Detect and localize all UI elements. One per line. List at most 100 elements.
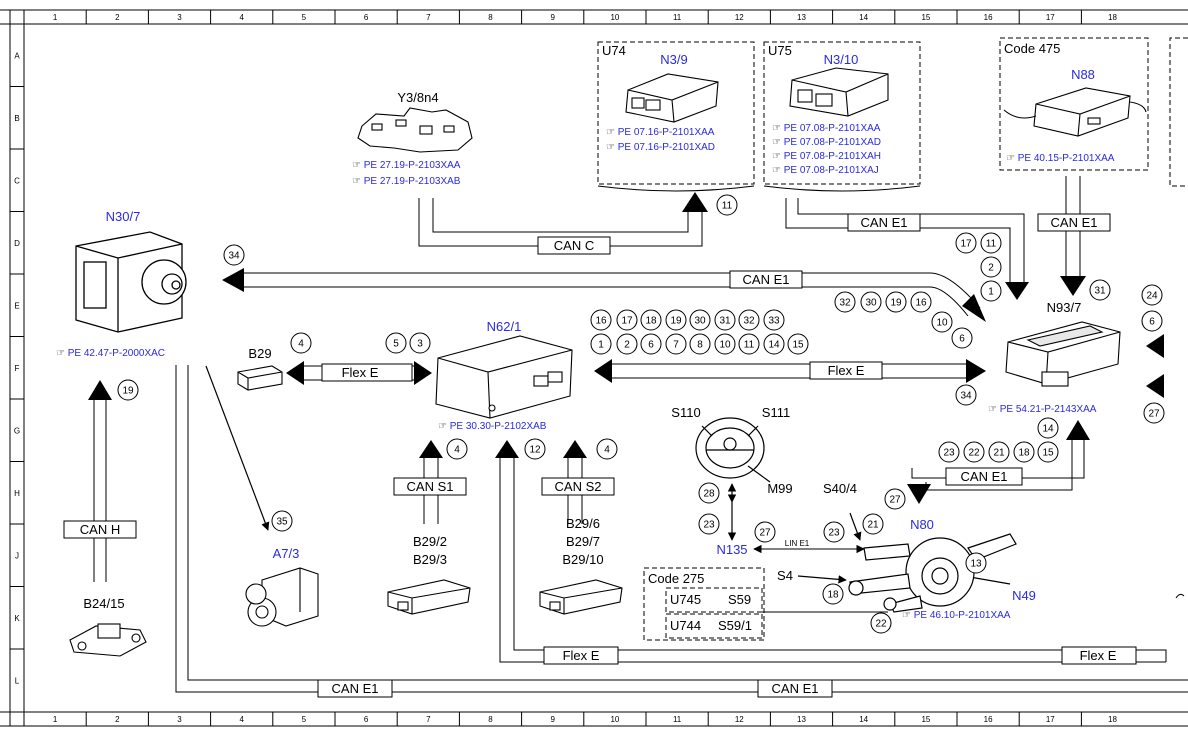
callout-c18a: 18	[1013, 441, 1035, 463]
n80-switch-cluster-icon	[848, 533, 1017, 613]
y3-ref-1: ☞ PE 27.19-P-2103XAA	[352, 160, 461, 171]
column-number: 8	[488, 715, 493, 724]
callout-number: 15	[792, 340, 804, 351]
hand-icon: ☞	[438, 421, 450, 432]
callout-c34a: 34	[223, 244, 245, 266]
callout-circle	[763, 309, 785, 331]
callout-number: 19	[670, 316, 682, 327]
callout-c4b: 4	[446, 438, 468, 460]
can-e1-label-n80: CAN E1	[961, 469, 1008, 484]
n3-10-label: N3/10	[824, 52, 859, 67]
callout-number: 32	[839, 298, 851, 309]
callout-circle	[590, 333, 612, 355]
hand-icon: ☞	[772, 165, 784, 176]
column-number: 11	[673, 715, 682, 724]
callout-r19: 19	[665, 309, 687, 331]
callout-number: 5	[393, 339, 399, 350]
can-h-label: CAN H	[80, 522, 120, 537]
callout-number: 4	[604, 445, 610, 456]
can-e1-label-bottom-right: CAN E1	[772, 681, 819, 696]
callout-c31a: 31	[1089, 279, 1111, 301]
can-e1-label-bottom-left: CAN E1	[332, 681, 379, 696]
callout-circle	[822, 583, 844, 605]
callout-circle	[980, 232, 1002, 254]
callout-circle	[223, 244, 245, 266]
u74-box	[597, 41, 755, 185]
callout-c19a: 19	[885, 291, 907, 313]
b29-3-label: B29/3	[413, 552, 447, 567]
hand-icon: ☞	[988, 404, 1000, 415]
callout-r17: 17	[616, 309, 638, 331]
s59-label: S59	[728, 592, 751, 607]
callout-s1: 1	[590, 333, 612, 355]
callout-circle	[1141, 310, 1163, 332]
callout-number: 18	[827, 590, 839, 601]
callout-circle	[980, 256, 1002, 278]
callout-c12: 12	[524, 438, 546, 460]
callout-circle	[885, 291, 907, 313]
code275-box	[643, 567, 765, 641]
column-number: 16	[984, 715, 993, 724]
code475-code: Code 475	[1004, 41, 1060, 56]
callout-number: 27	[759, 528, 771, 539]
callout-circle	[616, 309, 638, 331]
callout-number: 15	[1042, 448, 1054, 459]
n62-1-module-icon	[435, 335, 573, 419]
row-letter: F	[15, 364, 20, 373]
callout-circle	[955, 384, 977, 406]
callout-circle	[870, 612, 892, 634]
a7-3-actuator-icon	[245, 567, 319, 627]
right-edge-partial-icon	[1175, 593, 1185, 599]
row-letter: J	[15, 551, 19, 560]
column-number: 3	[177, 13, 182, 22]
column-number: 5	[302, 715, 307, 724]
callout-circle	[117, 379, 139, 401]
column-number: 12	[735, 715, 744, 724]
callout-number: 27	[1148, 409, 1160, 420]
can-c-label: CAN C	[554, 238, 594, 253]
callout-circle	[738, 333, 760, 355]
row-letter: K	[14, 614, 20, 623]
can-s1-label: CAN S1	[407, 479, 454, 494]
callout-number: 2	[624, 340, 630, 351]
callout-circle	[862, 513, 884, 535]
arrowheads	[88, 192, 1164, 504]
b29-2-label: B29/2	[413, 534, 447, 549]
m99-label: M99	[767, 481, 792, 496]
callout-circle	[763, 333, 785, 355]
n3-10-ref-4: ☞ PE 07.08-P-2101XAJ	[772, 165, 879, 176]
reference-texts: ☞ PE 42.47-P-2000XAC ☞ PE 27.19-P-2103XA…	[56, 123, 1115, 621]
callout-c23c: 23	[823, 521, 845, 543]
callout-circle	[665, 309, 687, 331]
component-texts: N30/7 Y3/8n4 U74 N3/9 U75 N3/10 Code 475…	[83, 41, 1095, 633]
callout-number: 18	[645, 316, 657, 327]
u744-label: U744	[670, 618, 701, 633]
callout-s15: 15	[787, 333, 809, 355]
callout-circle	[698, 513, 720, 535]
callout-circle	[860, 291, 882, 313]
callout-circle	[1143, 402, 1165, 424]
callout-c11a: 11	[716, 194, 738, 216]
n80-label: N80	[910, 517, 934, 532]
column-number: 11	[673, 13, 682, 22]
hand-icon: ☞	[772, 151, 784, 162]
callout-number: 6	[959, 334, 965, 345]
callout-c4a: 4	[290, 332, 312, 354]
callout-circle	[1141, 284, 1163, 306]
callout-number: 11	[722, 201, 733, 212]
callout-circle	[955, 232, 977, 254]
callout-number: 8	[697, 340, 703, 351]
callout-c22a: 22	[963, 441, 985, 463]
callout-c28: 28	[698, 482, 720, 504]
callout-number: 21	[867, 520, 879, 531]
callout-number: 16	[595, 316, 607, 327]
u75-code: U75	[768, 43, 792, 58]
callout-circle	[640, 309, 662, 331]
callout-r18: 18	[640, 309, 662, 331]
callout-number: 22	[968, 448, 980, 459]
callout-r32: 32	[738, 309, 760, 331]
callout-number: 23	[703, 520, 715, 531]
b24-15-sensor-icon	[69, 623, 147, 657]
